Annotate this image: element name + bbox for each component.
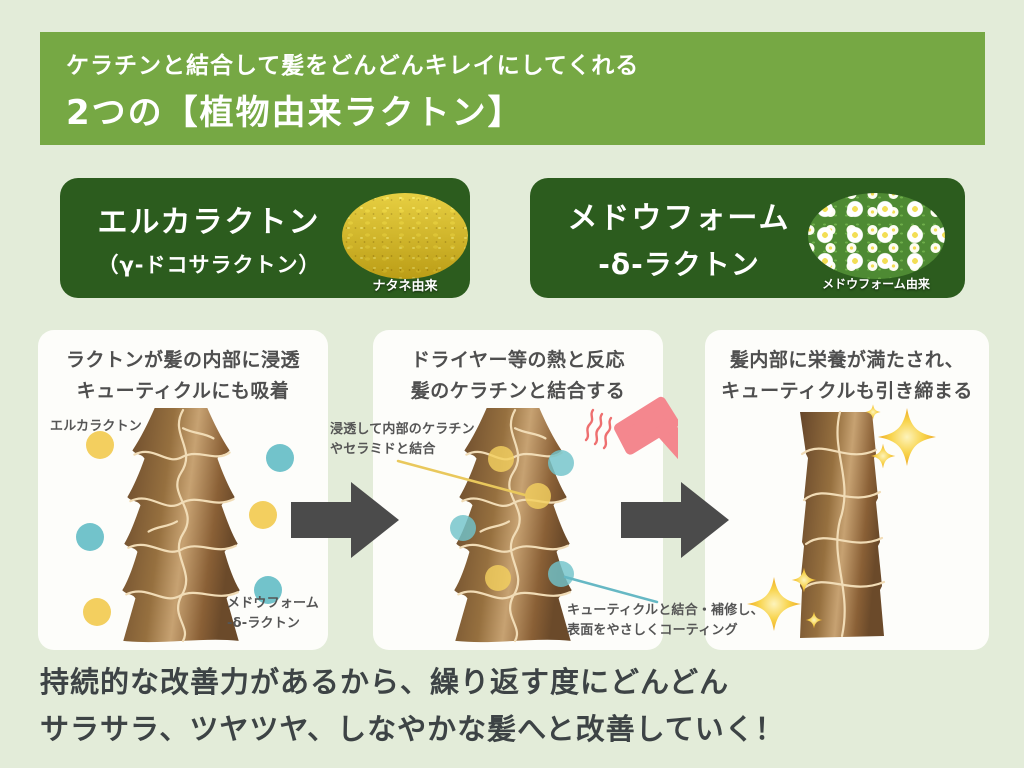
- step-title: 髪内部に栄養が満たされ、 キューティクルも引き締まる: [705, 330, 989, 408]
- erucalactone-dot-icon: [485, 565, 511, 591]
- header-title: 2つの【植物由来ラクトン】: [66, 93, 524, 133]
- step-title-line1: 髪内部に栄養が満たされ、: [729, 349, 965, 371]
- meadowfoam-dot-icon: [266, 444, 294, 472]
- leader-line-yellow: [396, 459, 527, 497]
- erucalactone-dot-icon: [488, 446, 514, 472]
- meadowfoam-dot-icon: [548, 450, 574, 476]
- step-title-line2: 髪のケラチンと結合する: [410, 380, 626, 403]
- label-inner-bond: 浸透して内部のケラチン やセラミドと結合: [330, 422, 475, 457]
- erucalactone-dot-icon: [525, 483, 551, 509]
- arrow-right-icon: [621, 482, 729, 558]
- ingredient-card-erucalactone: エルカラクトン （γ-ドコサラクトン） ナタネ由来: [60, 178, 470, 298]
- footer-line1: 持続的な改善力があるから、繰り返す度にどんどん: [40, 665, 730, 699]
- sparkle-icon: [747, 567, 823, 631]
- step-title-line1: ドライヤー等の熱と反応: [411, 349, 625, 371]
- meadowfoam-dot-icon: [254, 576, 282, 604]
- meadowfoam-dot-icon: [76, 523, 104, 551]
- erucalactone-dot-icon: [86, 431, 114, 459]
- step-title-line2: キューティクルにも吸着: [76, 380, 290, 403]
- ingredient-name-block: エルカラクトン （γ-ドコサラクトン）: [78, 178, 340, 298]
- meadowfoam-dot-icon: [548, 561, 574, 587]
- flower-source-caption: メドウフォーム由来: [822, 277, 930, 291]
- footer-message: 持続的な改善力があるから、繰り返す度にどんどん サラサラ、ツヤツヤ、しなやかな髪…: [40, 659, 1000, 753]
- label-meadowfoam: メドウフォーム -δ-ラクトン: [227, 596, 320, 631]
- header-subtitle: ケラチンと結合して髪をどんどんキレイにしてくれる: [66, 53, 640, 79]
- step-title: ドライヤー等の熱と反応 髪のケラチンと結合する: [373, 330, 663, 408]
- leader-line-teal: [563, 575, 659, 604]
- meadowfoam-flower-image: [808, 193, 945, 279]
- ingredient-name: エルカラクトン: [97, 205, 321, 240]
- hair-shaft-illustration-step1: [122, 408, 240, 643]
- step-title-line2: キューティクルも引き締まる: [721, 380, 973, 403]
- meadowfoam-dot-icon: [450, 515, 476, 541]
- arrow-right-icon: [291, 482, 399, 558]
- sparkle-icon: [865, 404, 936, 469]
- erucalactone-dot-icon: [83, 598, 111, 626]
- label-erucalactone: エルカラクトン: [50, 419, 143, 434]
- ingredient-subname: -δ-ラクトン: [598, 248, 760, 281]
- label-cuticle-coating: キューティクルと結合・補修し、 表面をやさしくコーティング: [567, 603, 764, 638]
- hair-dryer-icon: [584, 396, 678, 463]
- header-banner: ケラチンと結合して髪をどんどんキレイにしてくれる 2つの【植物由来ラクトン】: [40, 32, 985, 145]
- ingredient-card-meadowfoam: メドウフォーム -δ-ラクトン メドウフォーム由来: [530, 178, 965, 298]
- step-title-line1: ラクトンが髪の内部に浸透: [65, 349, 300, 371]
- erucalactone-dot-icon: [249, 501, 277, 529]
- ingredient-name-block: メドウフォーム -δ-ラクトン: [548, 178, 810, 298]
- ingredient-subname: （γ-ドコサラクトン）: [97, 253, 321, 277]
- rapeseed-flower-image: [342, 193, 468, 279]
- hair-shaft-illustration-step3: [800, 410, 886, 638]
- flower-source-caption: ナタネ由来: [372, 279, 438, 294]
- ingredient-name: メドウフォーム: [567, 201, 791, 236]
- footer-line2: サラサラ、ツヤツヤ、しなやかな髪へと改善していく！: [40, 712, 785, 746]
- step-title: ラクトンが髪の内部に浸透 キューティクルにも吸着: [38, 330, 328, 408]
